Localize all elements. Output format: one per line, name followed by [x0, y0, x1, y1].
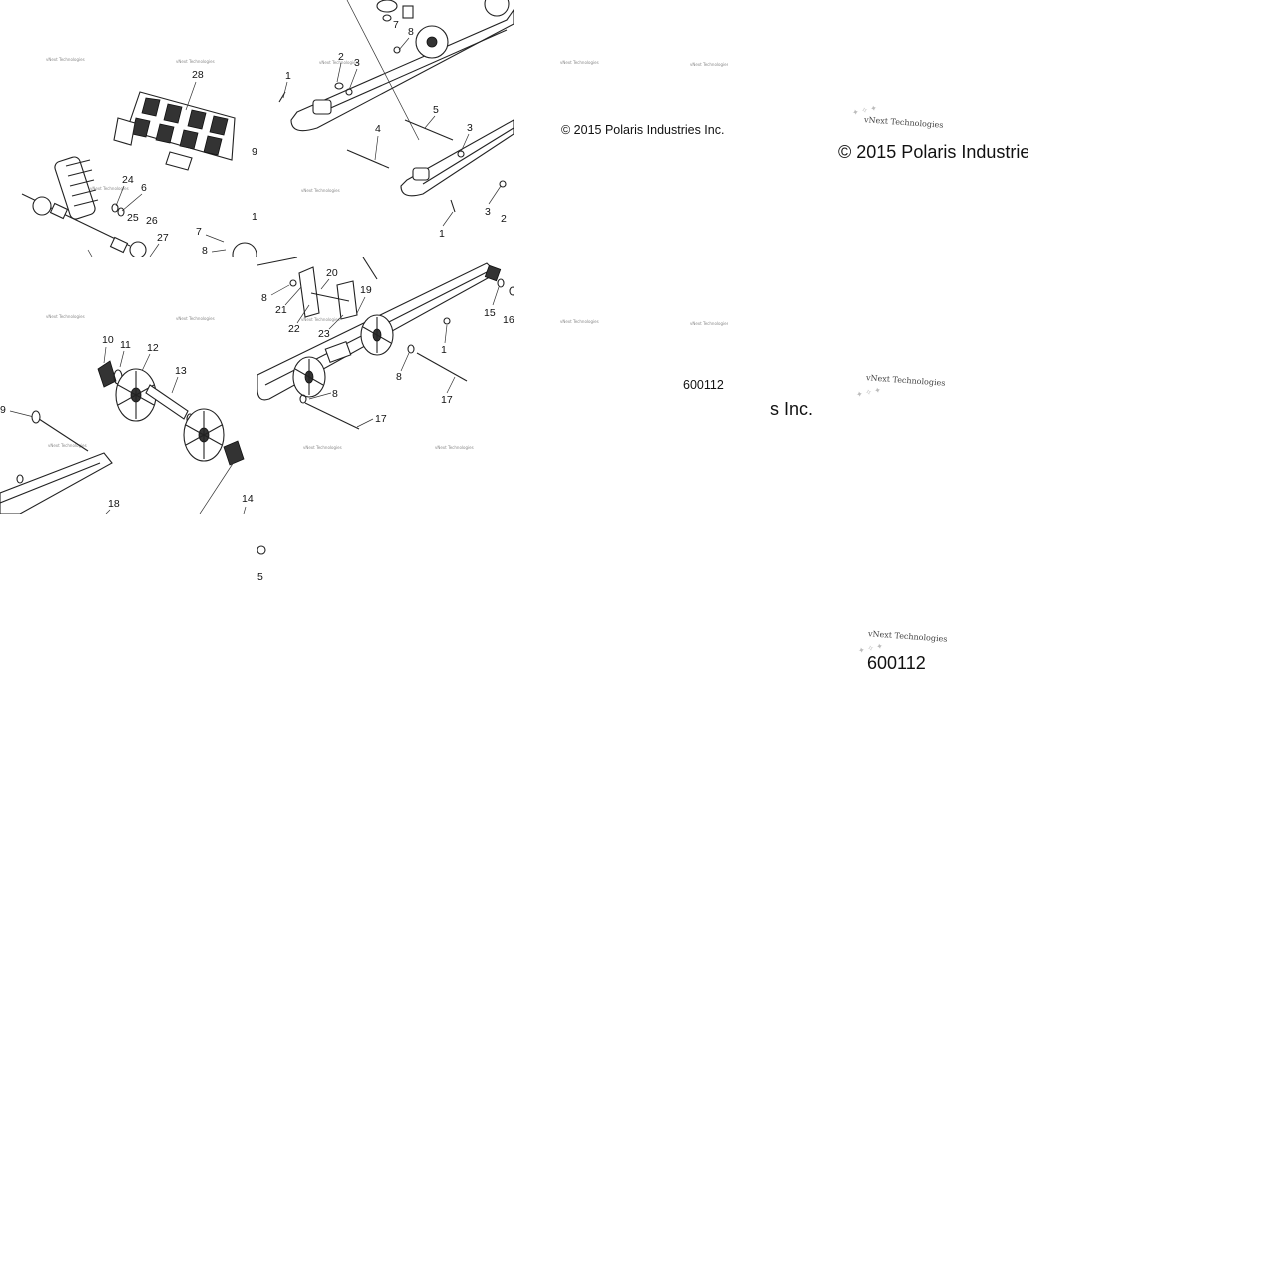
- watermark-text: vNext Technologies: [301, 317, 340, 322]
- callout-23: 23: [318, 328, 330, 340]
- wheels-drawing: vNext Technologies vNext Technologies vN…: [0, 314, 254, 514]
- callout-20: 20: [326, 267, 338, 279]
- callout-14: 14: [242, 493, 254, 505]
- watermark-text: vNext Technologies: [690, 321, 728, 326]
- watermark-text: vNext Technologies: [435, 445, 474, 450]
- callout-5: 5: [433, 104, 439, 116]
- callout-6: 6: [141, 182, 147, 194]
- diagram-number-tile: vNext Technologies vNext Technologies 60…: [514, 257, 728, 514]
- watermark-text: vNext Technologies: [863, 115, 944, 130]
- bogie-wheel: [360, 314, 394, 356]
- watermark-text: vNext Technologies: [301, 188, 340, 193]
- watermark-text: vNext Technologies: [90, 186, 129, 191]
- shaft-pin: [346, 149, 390, 169]
- callout-25: 25: [127, 212, 139, 224]
- callout-1: 1: [439, 228, 445, 240]
- callout-11: 11: [120, 339, 131, 351]
- callout-7: 7: [196, 226, 202, 238]
- callout-8: 8: [261, 292, 267, 304]
- callout-3: 3: [485, 206, 491, 218]
- callout-2: 2: [338, 51, 344, 63]
- diagram-tile-wheels: vNext Technologies vNext Technologies vN…: [0, 257, 257, 514]
- watermark-text: vNext Technologies: [46, 314, 85, 319]
- callout-26: 26: [146, 215, 158, 227]
- slide-rail: [0, 452, 113, 514]
- svg-text:5: 5: [257, 571, 263, 583]
- diagram-number: 600112: [683, 378, 724, 392]
- callout-15: 15: [484, 307, 496, 319]
- watermark-text: vNext Technologies: [48, 443, 87, 448]
- bogie-wheel: [292, 356, 326, 398]
- callout-22: 22: [288, 323, 300, 335]
- watermark-text: vNext Technologies: [46, 57, 85, 62]
- watermark-text: vNext Technologies: [303, 445, 342, 450]
- callout-2: 2: [501, 213, 507, 225]
- diagram-tile-rails-upper: vNext Technologies vNext Technologies 1 …: [257, 0, 514, 257]
- callout-17: 17: [375, 413, 387, 425]
- copyright-text-large: © 2015 Polaris Industrie: [838, 142, 1028, 162]
- callout-10: 10: [102, 334, 114, 346]
- watermark-text: vNext Technologies: [690, 62, 728, 67]
- callout-3: 3: [467, 122, 473, 134]
- watermark-text: vNext Technologies: [176, 59, 215, 64]
- callout-8: 8: [202, 245, 208, 257]
- callout-16: 16: [503, 314, 514, 326]
- rails-lower-drawing: vNext Technologies vNext Technologies vN…: [257, 257, 514, 450]
- callout-13: 13: [175, 365, 187, 377]
- callout-24: 24: [122, 174, 134, 186]
- svg-text:9: 9: [252, 146, 257, 158]
- callout-19: 19: [360, 284, 372, 296]
- callout-18: 18: [108, 498, 120, 510]
- callout-17: 17: [441, 394, 453, 406]
- bogie-wheel: [183, 408, 225, 462]
- callout-3: 3: [354, 57, 360, 69]
- axle-shaft: [416, 352, 468, 382]
- idler-wheel: [32, 196, 52, 216]
- rails-upper-drawing: vNext Technologies vNext Technologies 1 …: [278, 0, 514, 240]
- callout-1: 1: [441, 344, 447, 356]
- diagram-tile-sliver: 5: [257, 514, 267, 584]
- callout-8: 8: [332, 388, 338, 400]
- track-belt: [113, 91, 236, 171]
- watermark-text: vNext Technologies: [176, 316, 215, 321]
- diagram-number-large: 600112: [867, 653, 926, 673]
- callout-8: 8: [396, 371, 402, 383]
- diagram-tile-track-shock: vNext Technologies vNext Technologies vN…: [0, 0, 257, 257]
- callout-1: 1: [285, 70, 291, 82]
- diagram-tile-rails-lower: vNext Technologies vNext Technologies vN…: [257, 257, 514, 514]
- callout-27: 27: [157, 232, 169, 244]
- watermark-text: vNext Technologies: [560, 60, 599, 65]
- svg-text:1: 1: [252, 211, 257, 223]
- idler-wheel: [129, 241, 147, 257]
- track-shock-drawing: vNext Technologies vNext Technologies vN…: [21, 57, 257, 257]
- callout-21: 21: [275, 304, 287, 316]
- shock-absorber: [54, 156, 99, 220]
- watermark-text: vNext Technologies: [560, 319, 599, 324]
- axle-shaft: [35, 416, 89, 452]
- copyright-tail-large: s Inc.: [770, 399, 814, 419]
- callout-12: 12: [147, 342, 159, 354]
- callout-4: 4: [375, 123, 381, 135]
- callout-7: 7: [393, 19, 399, 31]
- axle-shaft: [304, 402, 360, 430]
- bogie-wheel: [232, 242, 257, 257]
- shaft-pin: [404, 119, 454, 141]
- slide-rail: [400, 119, 514, 197]
- copyright-tile: vNext Technologies vNext Technologies © …: [514, 0, 728, 257]
- callout-28: 28: [192, 69, 204, 81]
- callout-8: 8: [408, 26, 414, 38]
- callout-9: 9: [0, 404, 6, 416]
- copyright-text: © 2015 Polaris Industries Inc.: [561, 123, 725, 137]
- watermark-text: vNext Technologies: [319, 60, 358, 65]
